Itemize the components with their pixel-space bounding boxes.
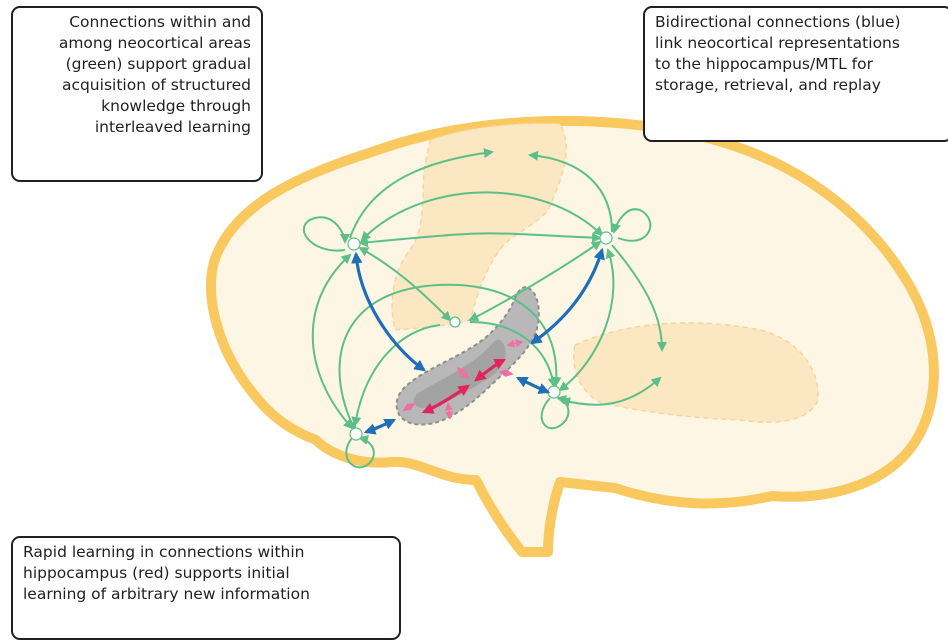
bidirectional-connections	[351, 247, 605, 435]
callout-line: learning of arbitrary new information	[23, 585, 310, 603]
callout-line: interleaved learning	[94, 118, 251, 136]
bidirectional-callout: Bidirectional connections (blue) link ne…	[643, 6, 948, 142]
neocortical-callout: Connections within and among neocortical…	[11, 6, 263, 182]
callout-line: Rapid learning in connections within	[23, 543, 305, 561]
callout-line: hippocampus (red) supports initial	[23, 564, 290, 582]
node-stars	[347, 231, 613, 441]
callout-line: knowledge through	[101, 97, 251, 115]
hippocampus-callout: Rapid learning in connections within hip…	[11, 536, 401, 640]
callout-line: (green) support gradual	[65, 55, 251, 73]
brain-outline	[206, 115, 939, 557]
callout-line: Connections within and	[69, 13, 251, 31]
callout-line: acquisition of structured	[61, 76, 251, 94]
callout-line: to the hippocampus/MTL for	[655, 55, 873, 73]
hippocampal-connections	[402, 339, 524, 420]
callout-line: link neocortical representations	[655, 34, 900, 52]
callout-line: storage, retrieval, and replay	[655, 76, 881, 94]
callout-line: Bidirectional connections (blue)	[655, 13, 901, 31]
callout-line: among neocortical areas	[58, 34, 251, 52]
